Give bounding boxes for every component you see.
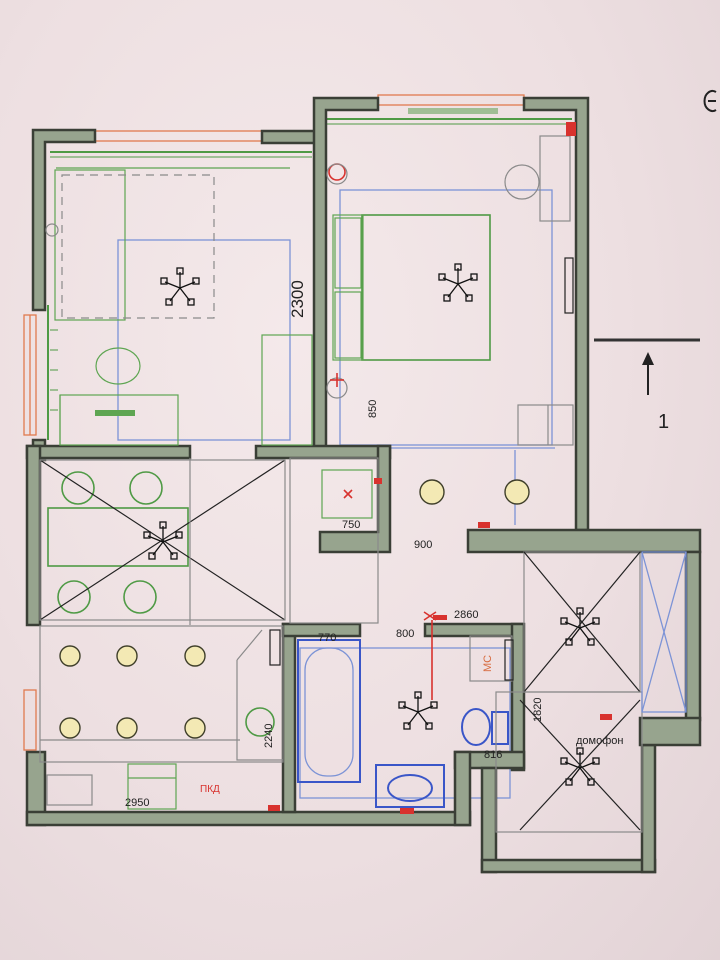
- pkd-label: ПКД: [200, 784, 220, 795]
- chandelier-icon-bedroom: [438, 263, 478, 302]
- dim-750: 750: [342, 519, 360, 531]
- mc-label: МС: [482, 655, 494, 672]
- kitchen-area: [39, 625, 284, 810]
- chandelier-icon-dining: [143, 521, 183, 560]
- dim-2950: 2950: [125, 797, 149, 809]
- dim-900: 900: [414, 539, 432, 551]
- dim-770: 770: [318, 632, 336, 644]
- curtain-rail-bedroom: [327, 118, 572, 125]
- electric-points: [45, 108, 612, 814]
- dim-816: 816: [484, 749, 502, 761]
- edge-glyph-icon: [703, 90, 717, 112]
- chandelier-icon-bathroom: [398, 691, 438, 730]
- bedroom-furniture: [332, 135, 574, 446]
- section-number: 1: [658, 411, 669, 433]
- chandelier-icon-hall-upper: [560, 607, 600, 646]
- dim-800: 800: [396, 628, 414, 640]
- dim-2300: 2300: [288, 280, 307, 318]
- bathroom-fixtures: [297, 635, 514, 808]
- dim-1820: 1820: [532, 698, 544, 722]
- dimension-labels: 2300 850 750 900 2860 770 800 1820 2240 …: [125, 280, 669, 809]
- section-arrow-icon: [642, 352, 654, 395]
- dining-area: [39, 458, 286, 625]
- hall-area: [495, 551, 687, 833]
- dim-2860: 2860: [454, 609, 478, 621]
- chandelier-icon-left-room: [160, 267, 200, 306]
- dim-2240: 2240: [263, 724, 275, 748]
- dim-850: 850: [367, 400, 379, 418]
- corridor-cabinet: [289, 457, 379, 624]
- ceiling-lamps: [59, 479, 530, 739]
- left-room-furniture: [54, 167, 313, 446]
- walls: [25, 96, 702, 874]
- window-sill-marks: [50, 329, 58, 411]
- intercom-label: домофон: [576, 735, 623, 747]
- window-frames: [23, 94, 525, 751]
- curtain-rail-left-room: [50, 151, 312, 158]
